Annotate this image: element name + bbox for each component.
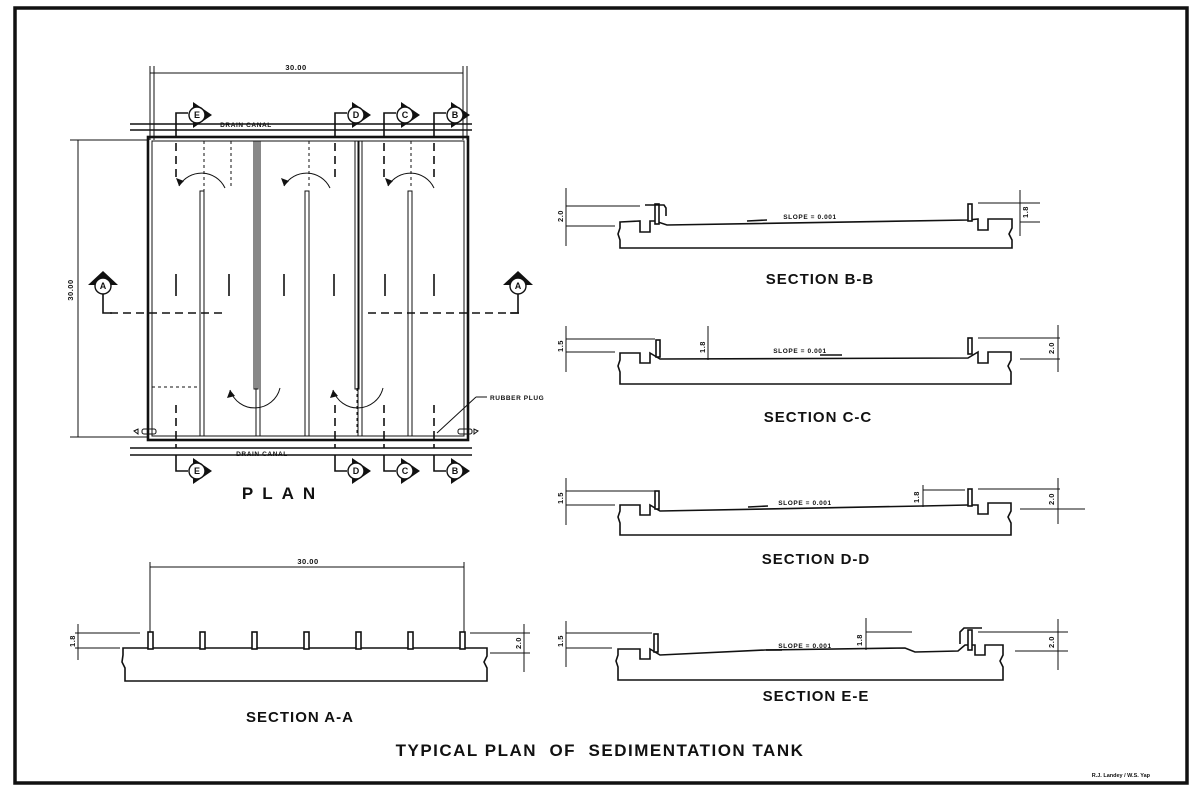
bb-inlet-pipe [645, 204, 667, 216]
svg-text:D: D [353, 110, 360, 120]
aa-divider-wall [355, 631, 362, 650]
aa-dim-left: 1.8 [68, 635, 77, 647]
section-e-e: SLOPE = 0.001 1.5 1.8 2.0 SECTION E-E [556, 618, 1068, 705]
bb-dim-right: 1.8 [1021, 206, 1030, 218]
aa-divider-wall [303, 631, 310, 650]
plan-width-label: 30.00 [285, 63, 306, 72]
section-a-a-label: SECTION A-A [246, 709, 354, 726]
bb-outlet-wall [967, 203, 973, 222]
cc-inlet-wall [655, 339, 661, 358]
section-marker-a-right[interactable]: A [503, 271, 533, 314]
cc-dim-right: 2.0 [1047, 342, 1056, 354]
section-b-b: SLOPE = 0.001 2.0 1.8 SECTION B-B [556, 188, 1040, 288]
aa-divider-walls [147, 631, 466, 650]
rubber-plug-leader [436, 396, 477, 434]
outlet-valve-right [457, 428, 479, 435]
section-marker-c-top[interactable]: C [383, 102, 420, 130]
drain-canal-bottom-label: DRAIN CANAL [236, 451, 288, 458]
section-b-b-label: SECTION B-B [766, 271, 875, 288]
flow-arrow-5 [332, 387, 384, 409]
ee-outlet-pipe [959, 627, 982, 644]
svg-text:C: C [402, 110, 409, 120]
section-e-e-label: SECTION E-E [763, 688, 870, 705]
dd-dim-right: 2.0 [1047, 493, 1056, 505]
section-marker-c-bottom[interactable]: C [383, 455, 420, 484]
aa-dim-right: 2.0 [514, 637, 523, 649]
plan-view: 30.00 30.00 DRAIN CANAL DRAIN CANAL [66, 63, 544, 503]
aa-divider-wall [147, 631, 154, 650]
ee-slope-label: SLOPE = 0.001 [778, 643, 832, 650]
plan-label: PLAN [242, 484, 324, 503]
section-marker-b-bottom[interactable]: B [433, 455, 470, 484]
bb-slope-label: SLOPE = 0.001 [783, 214, 837, 221]
rubber-plug-label: RUBBER PLUG [490, 395, 544, 402]
drawing-credit: R.J. Landey / W.S. Yap [1092, 773, 1151, 779]
ee-slab [615, 644, 1004, 681]
section-d-d: SLOPE = 0.001 1.5 1.8 2.0 SECTION D-D [556, 478, 1085, 568]
aa-divider-wall [459, 631, 466, 650]
flow-arrow-1 [178, 172, 226, 189]
aa-divider-wall [199, 631, 206, 650]
cc-slab [617, 350, 1012, 385]
section-marker-d-top[interactable]: D [334, 102, 371, 130]
dd-dim-left: 1.5 [556, 492, 565, 504]
svg-text:B: B [452, 110, 459, 120]
bb-dim-left: 2.0 [556, 210, 565, 222]
dd-slab [617, 502, 1012, 536]
svg-text:B: B [452, 466, 459, 476]
bb-slab [617, 218, 1013, 249]
dd-slope-label: SLOPE = 0.001 [778, 500, 832, 507]
tank-outer-wall [146, 135, 470, 442]
aa-divider-wall [251, 631, 258, 650]
svg-text:A: A [515, 281, 522, 291]
ee-dim-mid: 1.8 [855, 634, 864, 646]
aa-slab [121, 647, 488, 682]
ee-outlet-wall [967, 629, 973, 651]
svg-text:D: D [353, 466, 360, 476]
section-marker-e-bottom[interactable]: E [175, 455, 212, 484]
section-marker-d-bottom[interactable]: D [334, 455, 371, 484]
outlet-valve-left [133, 428, 157, 435]
dd-inlet-wall [654, 490, 660, 510]
cc-dim-left: 1.5 [556, 340, 565, 352]
ee-dim-right: 2.0 [1047, 636, 1056, 648]
section-marker-a-left[interactable]: A [88, 271, 118, 314]
plan-length-label: 30.00 [66, 279, 75, 300]
flow-ticks [175, 274, 435, 296]
tank-inner-wall [151, 140, 465, 437]
flow-arrow-4 [229, 387, 281, 409]
ee-dim-left: 1.5 [556, 635, 565, 647]
svg-text:E: E [194, 110, 200, 120]
drain-canal-top-label: DRAIN CANAL [220, 122, 272, 129]
section-a-a: 30.00 1.8 2.0 SECTION A-A [68, 557, 530, 726]
section-d-d-label: SECTION D-D [762, 551, 871, 568]
flow-arrows [176, 172, 435, 409]
drawing-title: TYPICAL PLAN OF SEDIMENTATION TANK [396, 741, 805, 760]
sheet-border [13, 6, 1189, 785]
section-c-c: SLOPE = 0.001 1.5 1.8 2.0 SECTION C-C [556, 325, 1060, 426]
cc-slope-label: SLOPE = 0.001 [773, 348, 827, 355]
section-c-c-label: SECTION C-C [764, 409, 873, 426]
aa-divider-wall [407, 631, 414, 650]
svg-text:A: A [100, 281, 107, 291]
flow-arrow-2 [283, 172, 331, 189]
ee-inlet-wall [653, 633, 659, 653]
svg-text:C: C [402, 466, 409, 476]
dd-outlet-wall [967, 488, 973, 507]
section-marker-b-top[interactable]: B [433, 102, 470, 130]
dd-dim-mid: 1.8 [912, 491, 921, 503]
cc-dim-mid: 1.8 [698, 341, 707, 353]
section-marker-e-top[interactable]: E [175, 102, 212, 130]
svg-text:E: E [194, 466, 200, 476]
aa-width-label: 30.00 [297, 557, 318, 566]
baffle-wall-3 [304, 190, 310, 437]
cc-outlet-wall [967, 337, 973, 355]
bb-inlet-wall [654, 203, 660, 225]
